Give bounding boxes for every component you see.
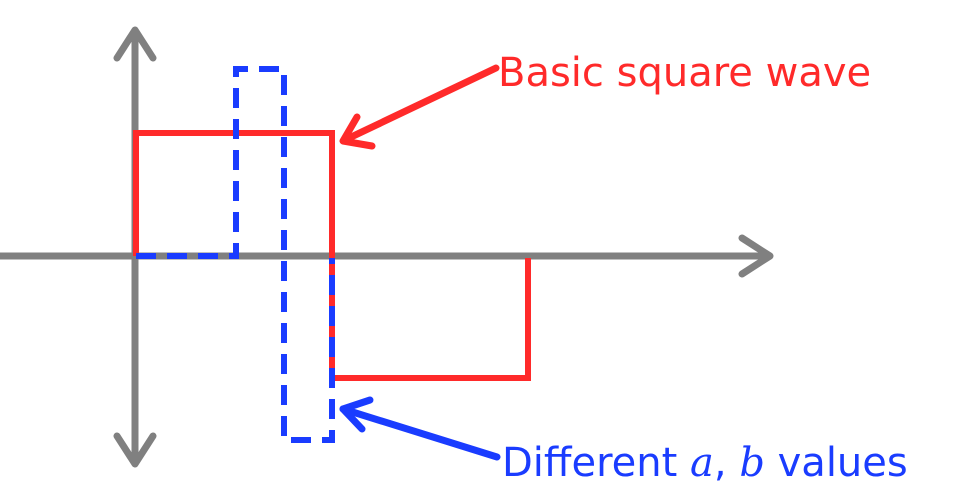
variable-a: a [690, 440, 714, 486]
modified-square-wave [136, 66, 335, 443]
y-axis-arrowhead-up-icon [113, 26, 157, 62]
basic-wave-pointer-arrowhead-icon [339, 113, 376, 150]
different-values-prefix: Different [502, 440, 690, 486]
modified-wave-pointer-arrowhead-icon [339, 396, 374, 433]
y-axis-arrowhead-down-icon [113, 432, 157, 468]
different-values-suffix: values [765, 440, 908, 486]
basic-square-wave-label: Basic square wave [498, 50, 871, 96]
x-axis-arrowhead-icon [738, 234, 774, 278]
different-values-comma: , [714, 440, 739, 486]
variable-b: b [739, 440, 765, 486]
different-values-label: Different a, b values [502, 440, 908, 486]
basic-wave-pointer [339, 64, 500, 150]
basic-square-wave [133, 130, 531, 381]
modified-wave-pointer [339, 396, 501, 461]
